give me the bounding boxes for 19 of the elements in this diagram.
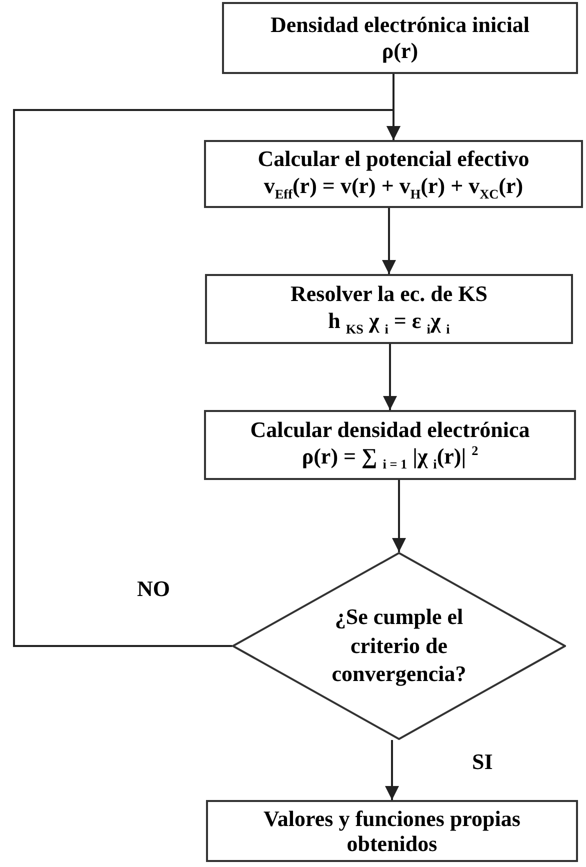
node-title: ¿Se cumple el criterio de convergencia? bbox=[330, 603, 468, 688]
arrow bbox=[385, 740, 399, 800]
formula-text: ρ(r) = ∑ $_{i = 1}$ |χ $_{i}$(r)| $^{2}$ bbox=[302, 443, 478, 473]
node-title: Calcular el potencial efectivo bbox=[258, 146, 530, 173]
process-box bbox=[205, 274, 573, 344]
formula-text: h $_{KS}$ χ $_{i}$ = ε $_{i}$χ $_{i}$ bbox=[328, 308, 450, 337]
process-box bbox=[204, 410, 576, 480]
node-title: Densidad electrónica inicial bbox=[270, 12, 530, 38]
node-title: Valores y funciones propias obtenidos bbox=[262, 806, 522, 856]
formula-text: v$_{Eff}$(r) = v(r) + v$_{H}$(r) + v$_{XC}$(r) bbox=[264, 172, 524, 202]
arrow bbox=[392, 480, 406, 552]
process-box bbox=[222, 2, 578, 74]
node-title: Calcular densidad electrónica bbox=[250, 417, 530, 444]
process-box bbox=[206, 800, 578, 862]
process-box bbox=[204, 140, 583, 208]
node-title: Resolver la ec. de KS bbox=[290, 281, 488, 308]
arrow bbox=[383, 344, 397, 410]
arrow bbox=[382, 208, 396, 274]
formula-text: ρ(r) bbox=[382, 38, 418, 64]
